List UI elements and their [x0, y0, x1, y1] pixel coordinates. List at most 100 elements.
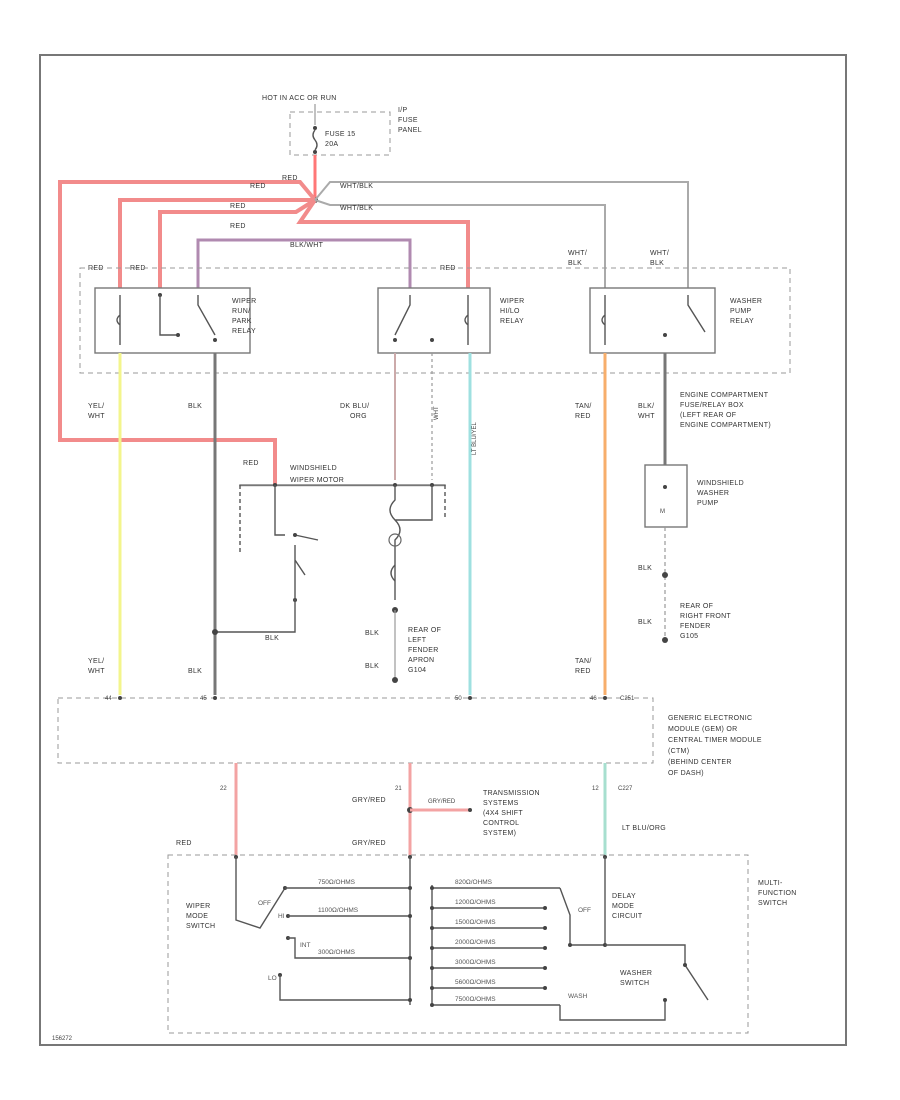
diagram-id: 156272: [52, 1036, 73, 1042]
ground-left-1: REAR OF: [408, 627, 441, 634]
panel-label-1: I/P: [398, 107, 407, 114]
pnk-red-label: RED: [176, 840, 192, 847]
gem-label-6: OF DASH): [668, 770, 704, 777]
delay-mode-label-3: CIRCUIT: [612, 913, 643, 920]
red-label-3: RED: [230, 223, 246, 230]
blk-wht-label: BLK/WHT: [290, 242, 324, 249]
pos-off-wiper: OFF: [258, 900, 271, 907]
motor-label-2: WIPER MOTOR: [290, 477, 344, 484]
engine-compartment-box: [79, 267, 791, 374]
hilo-relay-label-3: RELAY: [500, 318, 524, 325]
gem-pin-3: 50: [455, 696, 462, 702]
blk-label-r1: BLK: [568, 260, 582, 267]
org-label: ORG: [350, 413, 367, 420]
wht-blk-label-1: WHT/BLK: [340, 183, 373, 190]
res-5600: 5600Ω/OHMS: [455, 979, 496, 986]
lt-blu-org-label: LT BLU/ORG: [622, 825, 666, 832]
washer-pump: [644, 464, 688, 528]
park-relay-label-3: PARK: [232, 318, 252, 325]
diagram-frame: [39, 54, 847, 1046]
red-label-4: RED: [88, 265, 104, 272]
trans-label-5: SYSTEM): [483, 830, 516, 837]
blk-label-gem: BLK: [188, 668, 202, 675]
gem-pin-1: 44: [105, 696, 112, 702]
gem-pin-12: 12: [592, 786, 599, 792]
red-label-6: RED: [440, 265, 456, 272]
park-relay-label-1: WIPER: [232, 298, 256, 305]
engine-box-label-4: ENGINE COMPARTMENT): [680, 422, 771, 429]
park-relay-label-2: RUN/: [232, 308, 250, 315]
washer-switch-label-2: SWITCH: [620, 980, 649, 987]
washer-pump-relay: [589, 287, 716, 354]
blk-label-r2: BLK: [650, 260, 664, 267]
gem-module: [57, 697, 654, 764]
res-820: 820Ω/OHMS: [455, 879, 493, 886]
engine-box-label-3: (LEFT REAR OF: [680, 412, 736, 419]
red-label-top: RED: [282, 175, 298, 182]
engine-box-label-2: FUSE/RELAY BOX: [680, 402, 744, 409]
panel-label-3: PANEL: [398, 127, 422, 134]
washer-relay-label-1: WASHER: [730, 298, 762, 305]
wht-label-r1: WHT/: [568, 250, 587, 257]
tan-label-1: TAN/: [575, 403, 592, 410]
gem-pin-4: 46: [590, 696, 597, 702]
gry-red-label-3: GRY/RED: [428, 799, 456, 805]
wiper-mode-label-2: MODE: [186, 913, 208, 920]
red-label-1: RED: [250, 183, 266, 190]
pump-m: M: [660, 509, 665, 515]
ground-left-5: G104: [408, 667, 426, 674]
fuse-label-2: 20A: [325, 141, 338, 148]
gem-label-3: CENTRAL TIMER MODULE: [668, 737, 762, 744]
wht-label-pump: WHT: [638, 413, 655, 420]
dk-blu-label: DK BLU/: [340, 403, 369, 410]
wiper-motor-top: [239, 484, 446, 487]
res-2000: 2000Ω/OHMS: [455, 939, 496, 946]
ground-right-1: REAR OF: [680, 603, 713, 610]
hilo-relay-label-2: HI/LO: [500, 308, 520, 315]
blk-label-p2: BLK: [638, 619, 652, 626]
blk-label-g2: BLK: [365, 663, 379, 670]
ground-left-3: FENDER: [408, 647, 439, 654]
gem-pin-21: 21: [395, 786, 402, 792]
yel-wht-label-1: YEL/: [88, 403, 104, 410]
gem-label-2: MODULE (GEM) OR: [668, 726, 737, 733]
mfs-label-3: SWITCH: [758, 900, 787, 907]
wiper-mode-label-3: SWITCH: [186, 923, 215, 930]
pos-hi: HI: [278, 913, 285, 920]
yel-wht-label-4: WHT: [88, 668, 105, 675]
hilo-relay-label-1: WIPER: [500, 298, 524, 305]
res-7500: 7500Ω/OHMS: [455, 996, 496, 1003]
wire-red-motor: [58, 180, 317, 485]
trans-label-4: CONTROL: [483, 820, 519, 827]
gem-connector: C251: [620, 696, 635, 702]
res-1100: 1100Ω/OHMS: [318, 907, 359, 914]
res-1500: 1500Ω/OHMS: [455, 919, 496, 926]
park-relay-label-4: RELAY: [232, 328, 256, 335]
yel-wht-label-3: YEL/: [88, 658, 104, 665]
washer-switch-label-1: WASHER: [620, 970, 652, 977]
delay-mode-label-1: DELAY: [612, 893, 636, 900]
panel-label-2: FUSE: [398, 117, 418, 124]
washer-relay-label-3: RELAY: [730, 318, 754, 325]
gem-pin-2: 45: [200, 696, 207, 702]
gry-red-label-2: GRY/RED: [352, 840, 386, 847]
pos-off-delay: OFF: [578, 907, 591, 914]
blk-label-motor: BLK: [265, 635, 279, 642]
blk-label-1: BLK: [188, 403, 202, 410]
red-label-motor: RED: [243, 460, 259, 467]
blk-label-pump: BLK/: [638, 403, 654, 410]
tan-label-2: TAN/: [575, 658, 592, 665]
wiper-hi-lo-relay: [377, 287, 491, 354]
engine-box-label-1: ENGINE COMPARTMENT: [680, 392, 769, 399]
ground-left-2: LEFT: [408, 637, 427, 644]
gem-label-5: (BEHIND CENTER: [668, 759, 732, 766]
gem-label-4: (CTM): [668, 748, 689, 755]
res-750: 750Ω/OHMS: [318, 879, 356, 886]
multi-function-switch: [167, 854, 749, 1034]
yel-wht-label-2: WHT: [88, 413, 105, 420]
fuse-label-1: FUSE 15: [325, 131, 356, 138]
ground-right-4: G105: [680, 633, 698, 640]
gry-red-label-1: GRY/RED: [352, 797, 386, 804]
gem-pin-22: 22: [220, 786, 227, 792]
res-3000: 3000Ω/OHMS: [455, 959, 496, 966]
